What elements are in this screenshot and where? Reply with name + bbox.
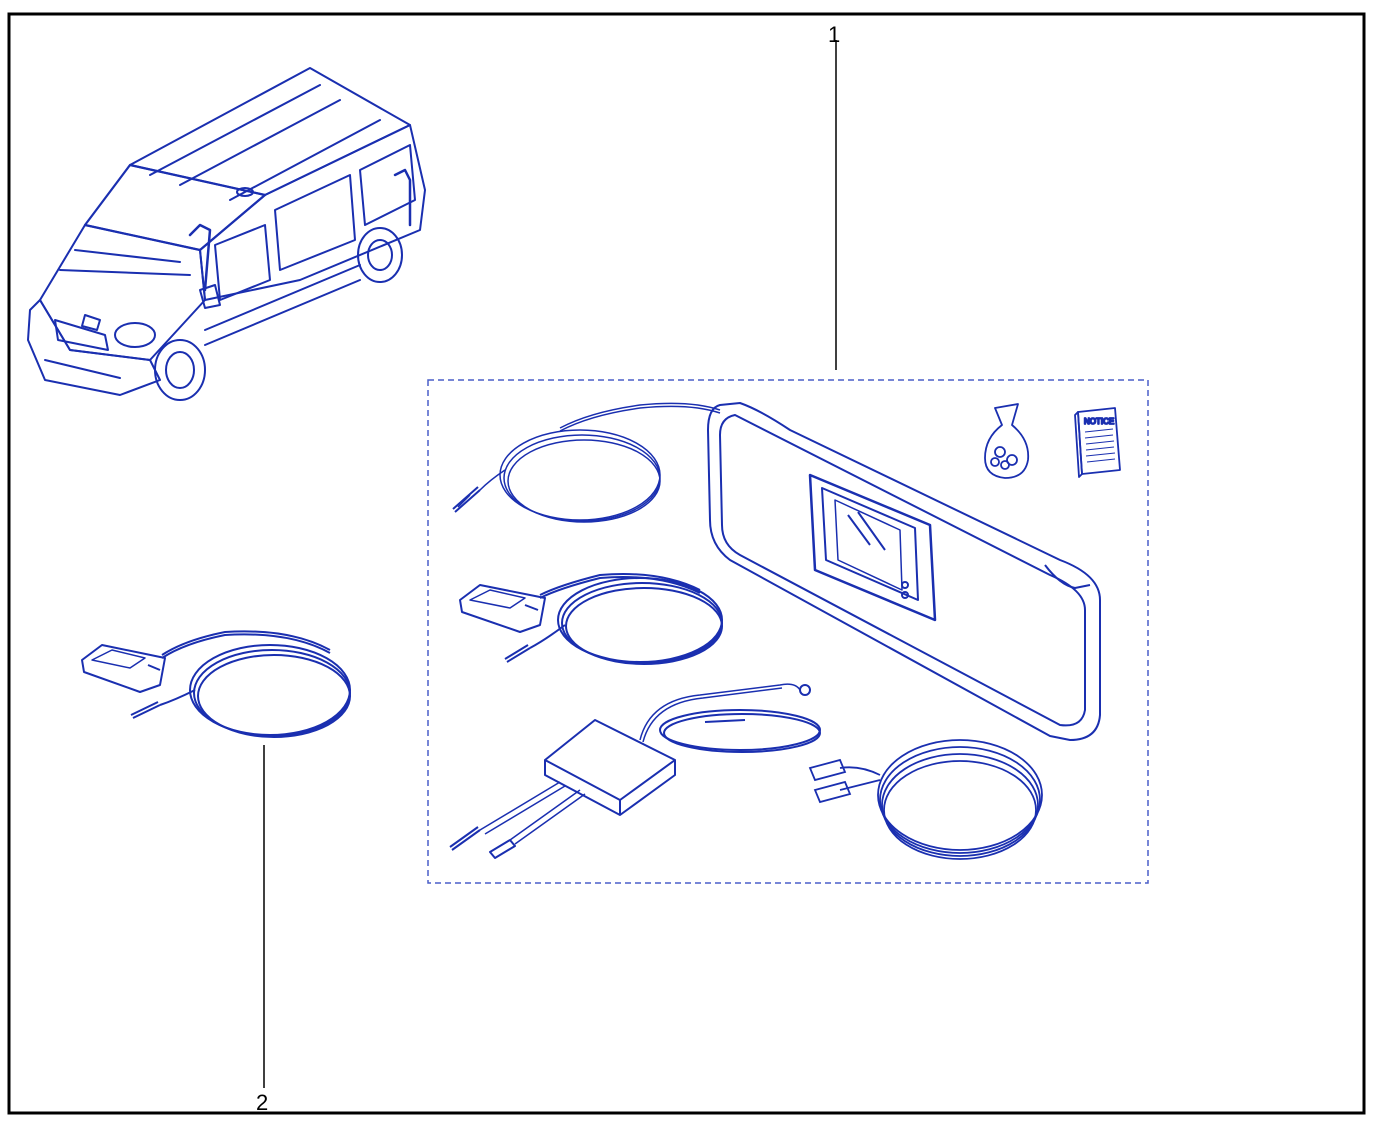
sun-visor-monitor-icon bbox=[707, 402, 1101, 741]
rca-cable-icon bbox=[808, 739, 1043, 860]
control-module-icon bbox=[449, 683, 821, 859]
notice-booklet-icon: NOTICE bbox=[1074, 407, 1121, 478]
callout-number-1: 1 bbox=[828, 22, 841, 47]
notice-label: NOTICE bbox=[1084, 417, 1114, 426]
diagram-frame bbox=[7, 12, 1366, 1115]
van-illustration-icon bbox=[27, 67, 426, 401]
kit-box bbox=[427, 379, 1149, 884]
visor-cable-icon bbox=[452, 402, 721, 523]
rear-camera-part-2-icon bbox=[81, 630, 351, 738]
hardware-bag-icon bbox=[984, 403, 1030, 479]
callout-number-2: 2 bbox=[256, 1090, 269, 1115]
rear-camera-icon bbox=[459, 573, 723, 665]
